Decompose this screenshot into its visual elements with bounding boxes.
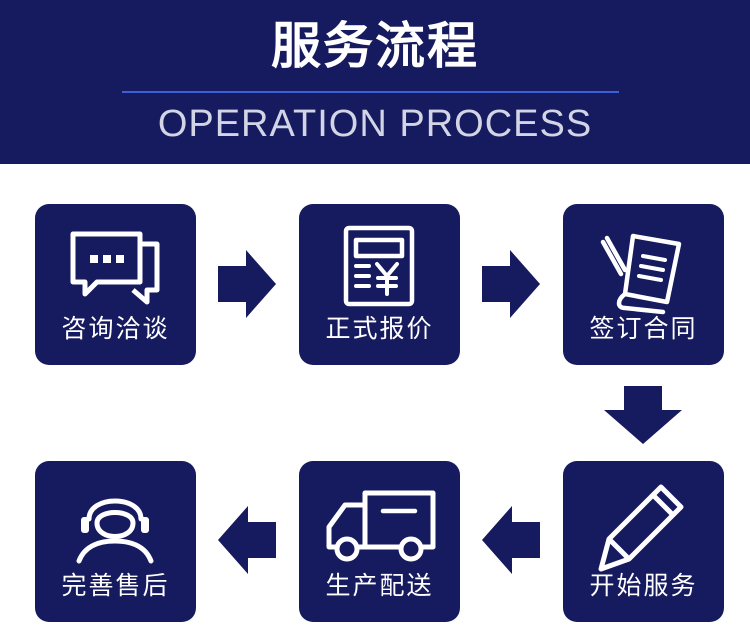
step-delivery: 生产配送 [299,461,460,622]
step-consultation: 咨询洽谈 [35,204,196,365]
arrow-right-icon [218,250,276,318]
step-label-start-service: 开始服务 [589,571,698,600]
arrow-left-icon [218,506,276,574]
step-start-service: 开始服务 [563,461,724,622]
price-quote-icon [343,225,415,307]
step-label-consultation: 咨询洽谈 [61,314,170,343]
pencil-icon [598,484,684,572]
delivery-truck-icon [326,490,436,562]
step-label-quotation: 正式报价 [325,314,434,343]
header-banner: 服务流程 OPERATION PROCESS [0,0,750,164]
page-subtitle: OPERATION PROCESS [157,103,593,145]
step-label-delivery: 生产配送 [325,571,434,600]
step-quotation: 正式报价 [299,204,460,365]
step-label-after-sales: 完善售后 [61,571,170,600]
step-label-contract: 签订合同 [589,314,698,343]
page-title: 服务流程 [271,17,479,75]
arrow-left-icon [482,506,540,574]
arrow-right-icon [482,250,540,318]
contract-sign-icon [600,233,682,315]
headset-support-icon [76,498,154,564]
chat-bubbles-icon [70,231,160,305]
arrow-down-icon [604,386,682,444]
step-contract: 签订合同 [563,204,724,365]
title-divider [122,91,619,93]
step-after-sales: 完善售后 [35,461,196,622]
